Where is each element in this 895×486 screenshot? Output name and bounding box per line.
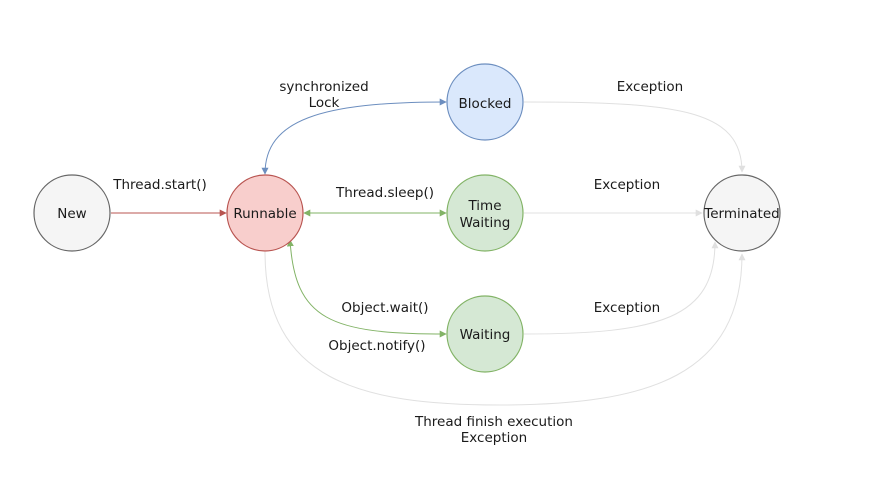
state-new-label: New <box>57 206 86 222</box>
edge-start-label: Thread.start() <box>112 177 206 193</box>
edge-wait-label: Object.wait() <box>341 300 428 316</box>
edge-wait <box>286 239 447 338</box>
edge-finish <box>264 251 746 406</box>
edge-sleep-label: Thread.sleep() <box>335 185 434 201</box>
state-runnable-circle <box>226 174 304 252</box>
edge-sync <box>261 98 447 175</box>
state-waiting-circle <box>446 295 524 373</box>
edge-timewait-exception-label: Exception <box>594 177 660 193</box>
state-blocked-circle <box>446 63 524 141</box>
state-time-waiting-label-line1: Time <box>467 198 501 214</box>
state-time-waiting-label-line2: Waiting <box>460 215 511 231</box>
edge-sync-label-line2: Lock <box>309 95 340 111</box>
edge-waiting-exception-label: Exception <box>594 300 660 316</box>
state-terminated-label: Terminated <box>703 206 779 222</box>
edge-notify-label: Object.notify() <box>328 338 425 354</box>
state-runnable: Runnable <box>226 174 304 252</box>
edge-finish-label-line2: Exception <box>461 430 527 446</box>
edge-blocked-exception <box>523 101 746 173</box>
state-new: New <box>33 174 111 252</box>
state-new-circle <box>33 174 111 252</box>
edge-sync-label-line1: synchronized <box>279 79 368 95</box>
state-time-waiting-circle <box>446 174 524 252</box>
state-terminated-circle <box>703 174 781 252</box>
state-blocked: Blocked <box>446 63 524 141</box>
state-terminated: Terminated <box>703 174 781 252</box>
edge-waiting-exception <box>523 241 719 335</box>
state-blocked-label: Blocked <box>459 96 512 112</box>
state-waiting-label: Waiting <box>460 327 511 343</box>
edge-blocked-exception-label: Exception <box>617 79 683 95</box>
state-waiting: Waiting <box>446 295 524 373</box>
edge-finish-label-line1: Thread finish execution <box>414 414 573 430</box>
state-time-waiting: Time Waiting <box>446 174 524 252</box>
state-runnable-label: Runnable <box>233 206 296 222</box>
